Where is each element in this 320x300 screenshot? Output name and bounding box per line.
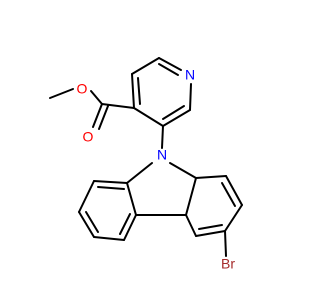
right-ring-bond-4-inner (198, 224, 223, 230)
pyridine-bond-c4-c5-inner (137, 77, 141, 105)
carbazole-bond-n-c8a (126, 162, 153, 184)
bond-carbonyl-double-b (98, 105, 109, 130)
left-ring-bond-2 (78, 180, 95, 213)
pyridine-ring (131, 57, 192, 127)
left-ring-bond-5-inner (119, 213, 131, 235)
carbazole-right-benzene-ring (185, 175, 243, 237)
left-ring-bond-3-inner (85, 211, 99, 233)
right-ring-bond-2-inner (221, 182, 236, 207)
pyridine-bond-c2-c3-inner (162, 105, 185, 120)
right-ring-bond-2 (225, 175, 243, 206)
carbazole-bond-c9a-c4a (185, 177, 197, 216)
carbazole-bond-n-c9a (169, 162, 197, 179)
left-ring-bond-4 (93, 236, 125, 241)
pyridine-bond-c6-n-inner (158, 63, 179, 76)
right-ring-bond-3 (224, 204, 243, 232)
pyridine-bond-c2-c3 (162, 109, 191, 127)
left-ring-bond-3 (78, 211, 95, 238)
pyridine-bond-n-c2 (189, 83, 192, 111)
right-ring-bond-4 (195, 230, 226, 237)
bond-methyl-oxygen (49, 88, 74, 99)
left-ring-bond-1 (93, 180, 128, 184)
bond-ring-bromine (224, 230, 227, 257)
left-ring-bond-1-inner (97, 186, 125, 190)
right-ring-bond-5 (185, 214, 197, 237)
carbazole-five-membered-ring (126, 162, 197, 216)
pyridine-bond-c4-c5 (131, 73, 135, 109)
bond-oxygen-carbonyl (90, 90, 103, 105)
carbazole-left-benzene-ring (78, 180, 137, 241)
right-ring-bond-1 (195, 175, 227, 179)
molecule-structure-diagram: O O N N Br (49, 57, 243, 272)
bond-carbonyl-double-a (92, 103, 103, 128)
bromine-label: Br (221, 256, 235, 272)
carbazole-nitrogen-label: N (157, 147, 167, 163)
methyl-ester-group (49, 88, 135, 130)
left-ring-bond-5 (123, 214, 137, 241)
ester-double-oxygen-label: O (83, 129, 94, 145)
pyridine-bond-c5-c6 (131, 57, 160, 75)
ester-single-oxygen-label: O (77, 81, 88, 97)
pyridine-nitrogen-label: N (185, 67, 195, 83)
pyridine-bond-c3-c4 (133, 107, 164, 127)
carbazole-bond-c8a-c4b (126, 182, 137, 216)
bond-pyridine-carbazole-n (161, 125, 164, 149)
bond-carbonyl-ring (101, 103, 135, 109)
pyridine-bond-c6-n (158, 57, 182, 71)
